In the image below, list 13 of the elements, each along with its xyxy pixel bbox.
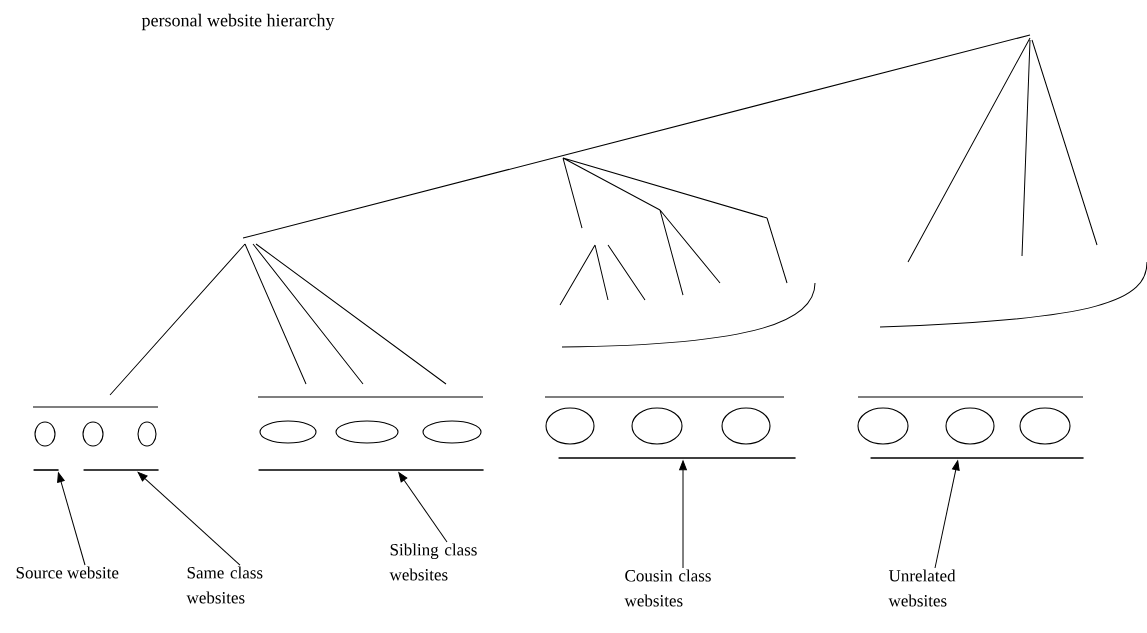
band-line <box>83 469 159 471</box>
band-line <box>33 469 59 471</box>
label-text: Source website <box>16 566 119 579</box>
title: personal website hierarchy <box>141 13 335 31</box>
leader-arrow <box>679 460 687 569</box>
leader-arrow <box>57 472 86 566</box>
label-text: Unrelated websites <box>888 569 956 607</box>
label-text: Sibling class websites <box>389 543 477 581</box>
label-text: Same class websites <box>186 566 263 604</box>
leader-arrow <box>398 472 448 543</box>
leader-arrow <box>934 460 960 569</box>
leader-arrow <box>137 471 241 566</box>
label-text: Cousin class websites <box>624 569 711 607</box>
